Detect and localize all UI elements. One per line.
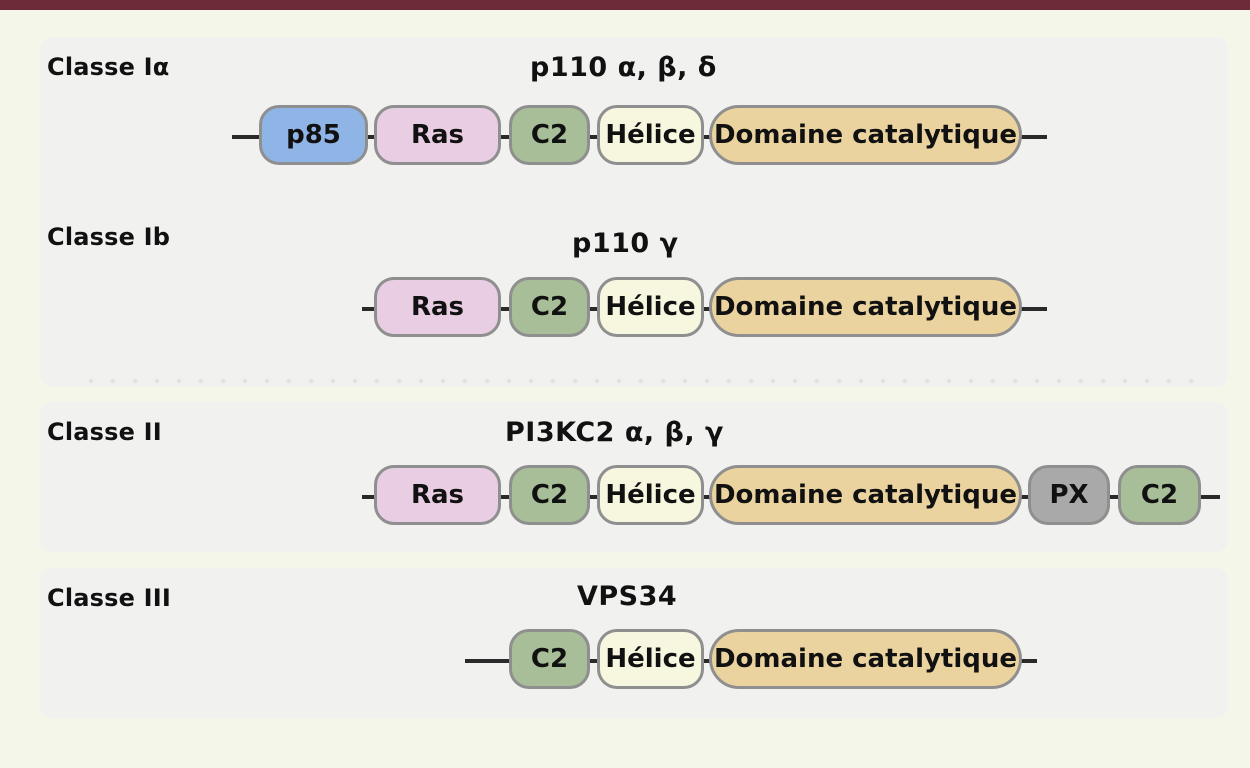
domain-ras: Ras: [374, 277, 501, 337]
domain-ras: Ras: [374, 465, 501, 525]
class-label: Classe III: [47, 584, 172, 612]
backbone-line: [362, 307, 1047, 311]
domain-p85: p85: [259, 105, 368, 165]
domain-c2: C2: [509, 465, 590, 525]
domain-helice: Hélice: [597, 277, 704, 337]
domain-catalytic: Domaine catalytique: [709, 277, 1022, 337]
domain-c2: C2: [509, 277, 590, 337]
domain-helice: Hélice: [597, 465, 704, 525]
domain-px: PX: [1028, 465, 1110, 525]
domain-helice: Hélice: [597, 629, 704, 689]
protein-name: PI3KC2 α, β, γ: [505, 417, 724, 448]
domain-c2: C2: [509, 105, 590, 165]
domain-helice: Hélice: [597, 105, 704, 165]
protein-name: VPS34: [577, 581, 678, 612]
domain-catalytic: Domaine catalytique: [709, 105, 1022, 165]
class-label: Classe Iα: [47, 53, 170, 81]
class-label: Classe II: [47, 418, 162, 446]
domain-catalytic: Domaine catalytique: [709, 465, 1022, 525]
domain-c2: C2: [1118, 465, 1201, 525]
domain-catalytic: Domaine catalytique: [709, 629, 1022, 689]
class-label: Classe Ib: [47, 223, 171, 251]
domain-ras: Ras: [374, 105, 501, 165]
top-bar: [0, 0, 1250, 10]
protein-name: p110 α, β, δ: [530, 52, 717, 83]
panel-divider-dots: [80, 378, 1210, 384]
domain-c2: C2: [509, 629, 590, 689]
protein-name: p110 γ: [572, 228, 679, 259]
